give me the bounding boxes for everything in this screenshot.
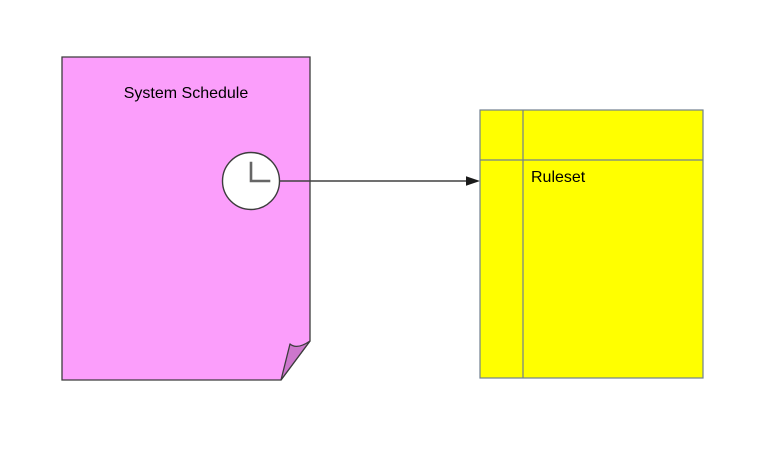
timer-clock-icon[interactable] (221, 151, 281, 211)
system-schedule-label: System Schedule (123, 85, 249, 102)
system-schedule-node[interactable] (61, 56, 311, 381)
connector-arrow[interactable] (280, 176, 480, 186)
ruleset-node[interactable] (479, 109, 704, 379)
folded-corner (280, 340, 311, 381)
ruleset-shape[interactable] (479, 109, 704, 379)
arrowhead-icon (466, 176, 480, 186)
ruleset-label: Ruleset (531, 169, 586, 186)
clock-hands (249, 161, 271, 183)
document-shape[interactable] (61, 56, 311, 381)
